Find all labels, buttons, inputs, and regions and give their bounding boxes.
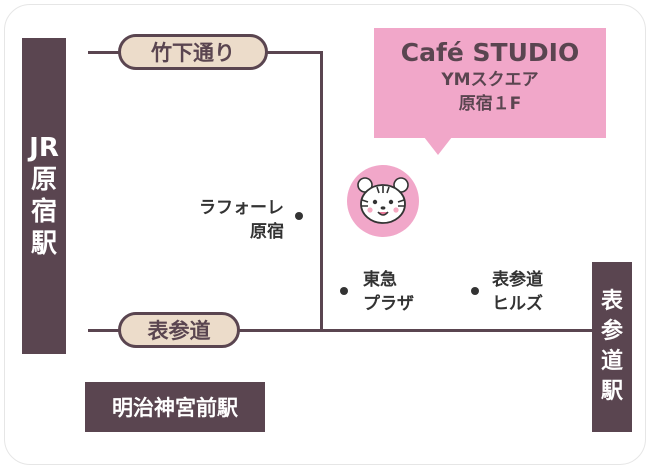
- laforet-line1: ラフォーレ: [199, 198, 284, 218]
- jr-harajuku-char: JR: [29, 133, 59, 163]
- laforet-marker: [295, 212, 303, 220]
- omotesando-street-label: 表参道: [118, 312, 240, 348]
- omotesando-station-char: 表: [600, 289, 623, 314]
- omotesando-hills-label: 表参道 ヒルズ: [492, 268, 543, 316]
- cafe-name: Café STUDIO: [400, 38, 580, 67]
- omotesando-station: 表 参 道 駅: [592, 262, 632, 432]
- omotesando-hills-line2: ヒルズ: [492, 294, 543, 314]
- tokyu-plaza-label: 東急 プラザ: [363, 268, 414, 316]
- tokyu-plaza-line2: プラザ: [363, 294, 414, 314]
- cafe-callout-tail: [424, 137, 452, 155]
- laforet-line2: 原宿: [250, 222, 284, 242]
- omotesando-hills-marker: [471, 287, 479, 295]
- vertical-road: [320, 51, 323, 331]
- omotesando-station-char: 道: [600, 349, 623, 374]
- cafe-building: YMスクエア: [441, 70, 539, 90]
- omotesando-hills-line1: 表参道: [492, 270, 543, 290]
- meiji-jingumae-station: 明治神宮前駅: [85, 382, 265, 432]
- cafe-floor: 原宿１F: [458, 94, 522, 114]
- omotesando-station-char: 駅: [600, 379, 623, 404]
- cafe-callout: Café STUDIO YMスクエア 原宿１F: [374, 28, 606, 138]
- takeshita-street-text: 竹下通り: [151, 41, 235, 65]
- laforet-label: ラフォーレ 原宿: [180, 196, 284, 244]
- tokyu-plaza-marker: [340, 287, 348, 295]
- tiger-face-icon: [346, 164, 420, 238]
- jr-harajuku-char: 原: [30, 165, 57, 195]
- omotesando-road: [88, 329, 594, 332]
- jr-harajuku-char: 駅: [30, 229, 57, 259]
- meiji-jingumae-label: 明治神宮前駅: [112, 396, 238, 420]
- jr-harajuku-station: JR 原 宿 駅: [22, 38, 66, 354]
- takeshita-street-label: 竹下通り: [118, 34, 268, 70]
- omotesando-station-char: 参: [600, 319, 623, 344]
- tokyu-plaza-line1: 東急: [363, 270, 397, 290]
- jr-harajuku-char: 宿: [30, 197, 57, 227]
- omotesando-street-text: 表参道: [147, 319, 211, 343]
